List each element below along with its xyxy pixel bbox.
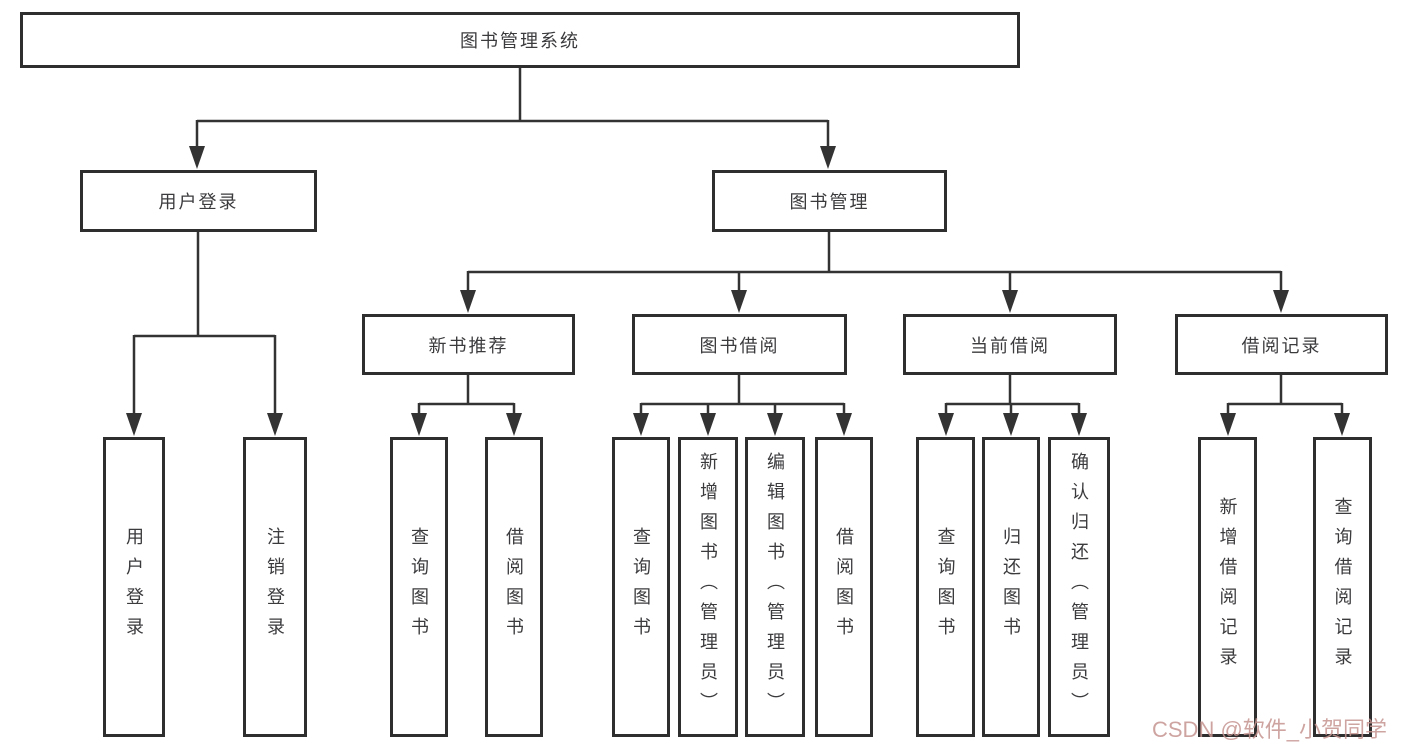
leaf-cb-return-books: 归还图书 bbox=[982, 437, 1040, 737]
leaf-br-add-record-label: 新增借阅记录 bbox=[1217, 497, 1238, 677]
leaf-cb-query-books: 查询图书 bbox=[916, 437, 975, 737]
leaf-nb-query-books-label: 查询图书 bbox=[409, 527, 429, 647]
watermark: CSDN @软件_小贺同学 bbox=[1152, 717, 1388, 742]
leaf-cb-query-books-label: 查询图书 bbox=[935, 527, 956, 647]
node-book-management-label: 图书管理 bbox=[789, 192, 870, 212]
leaf-br-add-record: 新增借阅记录 bbox=[1198, 437, 1257, 737]
node-user-login-label: 用户登录 bbox=[158, 192, 239, 212]
leaf-bb-borrow-books-label: 借阅图书 bbox=[834, 527, 854, 647]
leaf-bb-add-books: 新增图书（管理员） bbox=[678, 437, 738, 737]
leaf-user-login-label: 用户登录 bbox=[124, 527, 144, 647]
leaf-logout: 注销登录 bbox=[243, 437, 307, 737]
leaf-logout-label: 注销登录 bbox=[265, 527, 285, 647]
leaf-nb-borrow-books: 借阅图书 bbox=[485, 437, 543, 737]
leaf-cb-confirm-return: 确认归还（管理员） bbox=[1048, 437, 1110, 737]
leaf-user-login: 用户登录 bbox=[103, 437, 165, 737]
leaf-br-query-record: 查询借阅记录 bbox=[1313, 437, 1372, 737]
node-root-system: 图书管理系统 bbox=[20, 12, 1020, 68]
node-root-label: 图书管理系统 bbox=[460, 31, 580, 51]
leaf-nb-query-books: 查询图书 bbox=[390, 437, 448, 737]
leaf-bb-add-books-label: 新增图书（管理员） bbox=[698, 452, 718, 722]
node-new-book-recommend: 新书推荐 bbox=[362, 314, 575, 375]
leaf-nb-borrow-books-label: 借阅图书 bbox=[504, 527, 524, 647]
node-borrow-records: 借阅记录 bbox=[1175, 314, 1388, 375]
node-current-borrow-label: 当前借阅 bbox=[970, 335, 1050, 356]
node-book-borrow: 图书借阅 bbox=[632, 314, 847, 375]
leaf-cb-confirm-return-label: 确认归还（管理员） bbox=[1069, 452, 1089, 722]
leaf-bb-borrow-books: 借阅图书 bbox=[815, 437, 873, 737]
node-borrow-records-label: 借阅记录 bbox=[1241, 335, 1322, 356]
leaf-bb-edit-books-label: 编辑图书（管理员） bbox=[765, 452, 785, 722]
node-book-management: 图书管理 bbox=[712, 170, 947, 232]
node-new-book-recommend-label: 新书推荐 bbox=[428, 335, 509, 356]
leaf-bb-query-books: 查询图书 bbox=[612, 437, 670, 737]
node-current-borrow: 当前借阅 bbox=[903, 314, 1117, 375]
node-user-login: 用户登录 bbox=[80, 170, 317, 232]
leaf-bb-query-books-label: 查询图书 bbox=[631, 527, 651, 647]
leaf-cb-return-books-label: 归还图书 bbox=[1001, 527, 1021, 647]
leaf-br-query-record-label: 查询借阅记录 bbox=[1332, 497, 1353, 677]
leaf-bb-edit-books: 编辑图书（管理员） bbox=[745, 437, 805, 737]
node-book-borrow-label: 图书借阅 bbox=[699, 335, 780, 356]
